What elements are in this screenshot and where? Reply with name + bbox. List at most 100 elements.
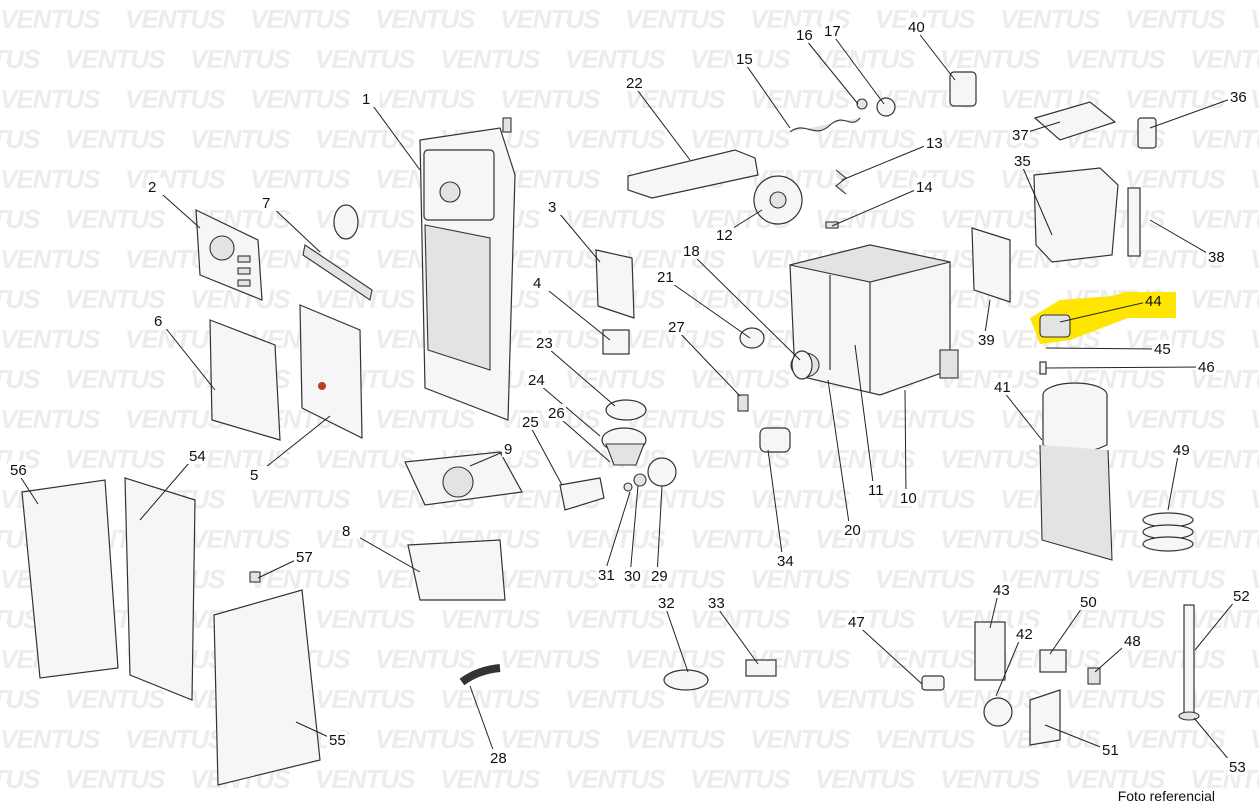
callout-2: 2 <box>148 179 156 196</box>
part-auger <box>789 117 861 133</box>
callout-1: 1 <box>362 91 370 108</box>
callout-35: 35 <box>1014 153 1031 170</box>
callout-bg-34 <box>775 552 795 569</box>
callout-bg-30 <box>622 567 642 584</box>
part-side-sheet <box>124 477 196 701</box>
watermark-text: VENTUS <box>690 684 791 714</box>
part-clip <box>502 117 512 133</box>
callout-9: 9 <box>504 441 512 458</box>
leader-line-13 <box>841 142 933 181</box>
callout-bg-2 <box>146 178 166 195</box>
watermark-text: VENTUS <box>125 84 226 114</box>
leader-line-18 <box>688 250 801 361</box>
watermark-text: VENTUS <box>1250 244 1259 274</box>
callout-bg-52 <box>1231 587 1251 604</box>
callout-17: 17 <box>824 23 841 40</box>
callout-26: 26 <box>548 405 565 422</box>
watermark-text: VENTUS <box>875 564 976 594</box>
leader-line-35 <box>1019 160 1053 236</box>
part-hose <box>459 664 501 686</box>
leader-line-15 <box>741 58 791 129</box>
callout-24: 24 <box>528 372 545 389</box>
callout-45: 45 <box>1154 341 1171 358</box>
footer-caption: Foto referencial <box>1117 788 1215 804</box>
callout-bg-8 <box>340 522 360 539</box>
part-42 <box>983 697 1013 727</box>
callout-14: 14 <box>916 179 933 196</box>
watermark-text: VENTUS <box>1190 524 1259 554</box>
watermark-text: VENTUS <box>0 84 101 114</box>
part-bowl-assembly <box>789 244 959 396</box>
part-plate <box>1033 101 1117 141</box>
callout-bg-27 <box>666 318 686 335</box>
callout-15: 15 <box>736 51 753 68</box>
callout-bg-38 <box>1206 248 1226 265</box>
watermark-text: VENTUS <box>690 524 791 554</box>
watermark-text: VENTUS <box>0 324 101 354</box>
callout-bg-1 <box>360 90 380 107</box>
watermark-text: VENTUS <box>0 724 101 754</box>
callout-bg-29 <box>649 567 669 584</box>
watermark-text: VENTUS <box>750 84 851 114</box>
watermark-text: VENTUS <box>500 724 601 754</box>
watermark-text: VENTUS <box>625 564 726 594</box>
callout-42: 42 <box>1016 626 1033 643</box>
watermark-text: VENTUS <box>315 524 416 554</box>
part-32 <box>663 669 709 691</box>
watermark-text: VENTUS <box>440 44 541 74</box>
watermark-text: VENTUS <box>565 124 666 154</box>
watermark-text: VENTUS <box>565 604 666 634</box>
watermark-text: VENTUS <box>190 444 291 474</box>
callout-bg-35 <box>1012 152 1032 169</box>
leader-line-29 <box>656 485 663 577</box>
watermark-text: VENTUS <box>190 524 291 554</box>
watermark-text: VENTUS <box>190 44 291 74</box>
callout-8: 8 <box>342 523 350 540</box>
leader-line-25 <box>527 421 563 486</box>
watermark-text: VENTUS <box>1250 644 1259 674</box>
watermark-text: VENTUS <box>1250 164 1259 194</box>
part-motor <box>759 427 791 453</box>
callout-12: 12 <box>716 227 733 244</box>
callout-23: 23 <box>536 335 553 352</box>
watermark-text: VENTUS <box>500 244 601 274</box>
callout-7: 7 <box>262 195 270 212</box>
leader-line-20 <box>827 379 851 531</box>
watermark-text: VENTUS <box>940 444 1041 474</box>
watermark-text: VENTUS <box>250 4 351 34</box>
leader-line-31 <box>603 491 631 576</box>
watermark-text: VENTUS <box>1190 284 1259 314</box>
callout-bg-28 <box>488 749 508 766</box>
leader-line-40 <box>913 26 956 81</box>
watermark-text: VENTUS <box>250 164 351 194</box>
leader-line-23 <box>541 342 616 407</box>
leader-line-28 <box>469 685 497 759</box>
watermark-text: VENTUS <box>0 204 41 234</box>
watermark-text: VENTUS <box>1190 764 1259 794</box>
part-43 <box>974 621 1006 681</box>
watermark-text: VENTUS <box>315 204 416 234</box>
watermark-text: VENTUS <box>875 484 976 514</box>
watermark-text: VENTUS <box>440 604 541 634</box>
part-reservoir <box>1033 167 1119 263</box>
watermark-text: VENTUS <box>65 124 166 154</box>
callout-bg-25 <box>520 413 540 430</box>
watermark-text: VENTUS <box>1065 44 1166 74</box>
watermark-text: VENTUS <box>1250 724 1259 754</box>
callout-bg-10 <box>898 489 918 506</box>
callout-bg-55 <box>327 731 347 748</box>
leader-line-3 <box>553 206 601 263</box>
part-side-frame <box>21 479 119 679</box>
leader-line-27 <box>673 326 741 397</box>
watermark-text: VENTUS <box>1125 484 1226 514</box>
part-ring <box>333 204 359 240</box>
callout-bg-40 <box>906 18 926 35</box>
callout-bg-44 <box>1143 292 1163 309</box>
part-rod <box>302 244 373 301</box>
part-pin <box>825 221 839 229</box>
watermark-text: VENTUS <box>1250 404 1259 434</box>
watermark-text: VENTUS <box>500 564 601 594</box>
callout-bg-7 <box>260 194 280 211</box>
part-lid <box>627 149 759 199</box>
